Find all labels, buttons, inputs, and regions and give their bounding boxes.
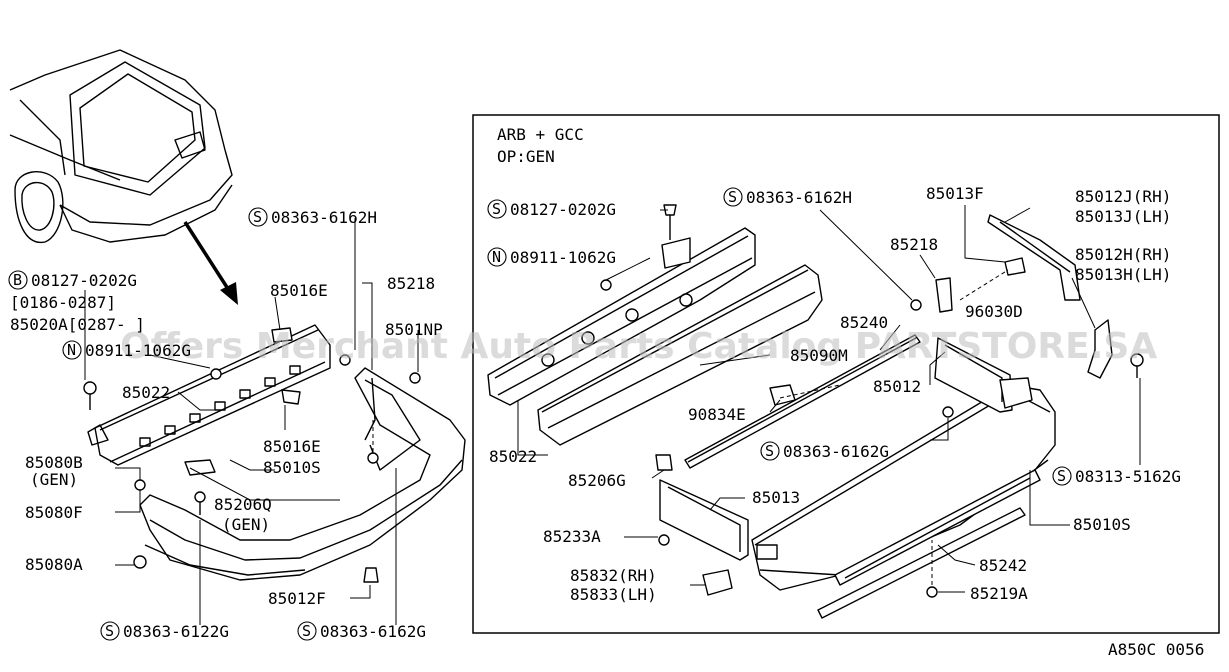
part-85022-label: 85022 (122, 383, 170, 402)
part-85022-box-label: 85022 (489, 447, 537, 466)
part-85012j-label: 85012J(RH) (1075, 187, 1171, 206)
part-85833-label: 85833(LH) (570, 585, 657, 604)
callout-n-08911-1062g-box: N 08911-1062G (487, 247, 616, 267)
left-labels: S 08363-6162H B 08127-0202G [0186-0287] … (8, 207, 443, 641)
callout-s-08363-6162h-box: S 08363-6162H (723, 187, 852, 207)
box-stay-85012j (987, 214, 1081, 301)
part-85080f-label: 85080F (25, 503, 83, 522)
part-85090m-label: 85090M (790, 346, 848, 365)
circle-letter: S (253, 208, 262, 226)
box-labels: S 08127-0202G N 08911-1062G S 08363-6162… (487, 184, 1181, 604)
part-85242-label: 85242 (979, 556, 1027, 575)
box-bracket-85012h (1087, 319, 1113, 379)
circle-letter: N (67, 341, 76, 359)
box-absorber-85090m (537, 264, 823, 446)
part-85012h-label: 85012H(RH) (1075, 245, 1171, 264)
part-85016e-top-label: 85016E (270, 281, 328, 300)
callout-b-08127-0202g: B 08127-0202G (8, 270, 137, 290)
part-number: 08911-1062G (85, 341, 191, 360)
part-85240-label: 85240 (840, 313, 888, 332)
box-header-line2: OP:GEN (497, 147, 555, 166)
circle-letter: B (13, 271, 22, 289)
circle-letter: N (492, 248, 501, 266)
callout-s-08127-0202g-box: S 08127-0202G (487, 199, 616, 219)
part-number: 08313-5162G (1075, 467, 1181, 486)
part-85013j-label: 85013J(LH) (1075, 207, 1171, 226)
part-number: 08363-6162G (783, 442, 889, 461)
part-number: 08363-6122G (123, 622, 229, 641)
part-85012f-label: 85012F (268, 589, 326, 608)
box-molding-85240 (684, 334, 921, 469)
part-number: 08127-0202G (31, 271, 137, 290)
circle-letter: S (728, 188, 737, 206)
left-fasteners (83, 327, 421, 583)
callout-s-08313-5162g: S 08313-5162G (1052, 466, 1181, 486)
part-85080b-label: 85080B (25, 453, 83, 472)
part-85012-label: 85012 (873, 377, 921, 396)
circle-letter: S (1057, 467, 1066, 485)
left-reinforcement-85022 (87, 324, 331, 466)
part-85218-box-label: 85218 (890, 235, 938, 254)
box-side-bracket-85012 (934, 337, 1033, 413)
box-header-line1: ARB + GCC (497, 125, 584, 144)
box-reinforcement-85022 (487, 227, 756, 406)
date-range-label: [0186-0287] (10, 293, 116, 312)
part-85010s-label: 85010S (263, 458, 321, 477)
part-85832-label: 85832(RH) (570, 566, 657, 585)
box-fasteners (600, 204, 1144, 598)
part-90834e-label: 90834E (688, 405, 746, 424)
gen-label-1: (GEN) (30, 470, 78, 489)
part-85013h-label: 85013H(LH) (1075, 265, 1171, 284)
box-strip-85242 (817, 507, 1026, 619)
gen-label-2: (GEN) (222, 515, 270, 534)
part-96030d-label: 96030D (965, 302, 1023, 321)
part-85013f-label: 85013F (926, 184, 984, 203)
car-rear-sketch (9, 49, 233, 243)
left-bumper-fascia-85010s (139, 367, 466, 581)
footer-code: A850C 0056 (1108, 640, 1204, 659)
part-85013-label: 85013 (752, 488, 800, 507)
part-number: 08363-6162G (320, 622, 426, 641)
part-85233a-label: 85233A (543, 527, 601, 546)
arb-gcc-variant-box (472, 114, 1220, 634)
part-85016e-mid-label: 85016E (263, 437, 321, 456)
callout-s-08363-6122g: S 08363-6122G (100, 621, 229, 641)
watermark-text: Offers Merchant Auto Parts Catalog PARTS… (120, 326, 1157, 367)
part-85219a-label: 85219A (970, 584, 1028, 603)
circle-letter: S (105, 622, 114, 640)
part-number: 08363-6162H (271, 208, 377, 227)
box-leader-lines (517, 205, 1141, 593)
callout-n-08911-1062g-left: N 08911-1062G (62, 340, 191, 360)
callout-s-08363-6162h-left: S 08363-6162H (248, 207, 377, 227)
circle-letter: S (492, 200, 501, 218)
part-number: 08911-1062G (510, 248, 616, 267)
part-85206g-label: 85206G (568, 471, 626, 490)
part-85218-label: 85218 (387, 274, 435, 293)
circle-letter: S (765, 442, 774, 460)
part-number: 08363-6162H (746, 188, 852, 207)
part-8501np-label: 8501NP (385, 320, 443, 339)
left-leader-lines (84, 218, 419, 625)
part-85010s-box-label: 85010S (1073, 515, 1131, 534)
callout-s-08363-6162g-left: S 08363-6162G (297, 621, 426, 641)
circle-letter: S (302, 622, 311, 640)
part-85206q-label: 85206Q (214, 495, 272, 514)
direction-arrow (183, 221, 238, 305)
callout-s-08363-6162g-box: S 08363-6162G (760, 441, 889, 461)
part-85020a-label: 85020A[0287- ] (10, 315, 145, 334)
part-number: 08127-0202G (510, 200, 616, 219)
box-side-bracket-85013 (659, 479, 749, 561)
part-85080a-label: 85080A (25, 555, 83, 574)
